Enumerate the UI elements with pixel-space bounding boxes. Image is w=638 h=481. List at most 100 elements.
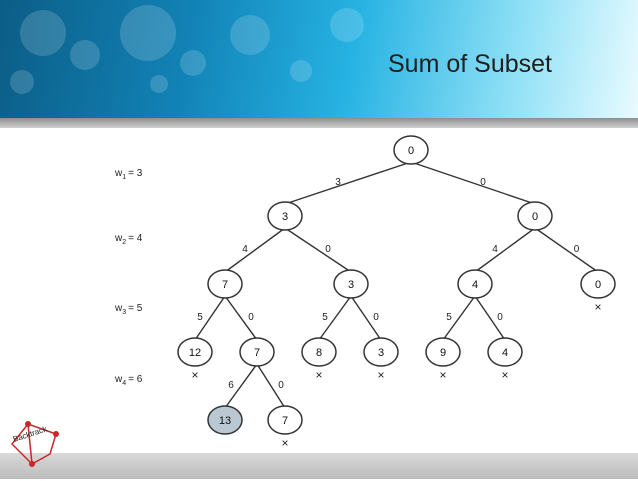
weight-subscript: 2 (122, 239, 126, 246)
node-label: 3 (348, 279, 354, 291)
node-label: 13 (219, 415, 231, 427)
node-circle (580, 269, 616, 299)
tree-edge (224, 227, 286, 273)
node-label: 7 (222, 279, 228, 291)
tree-edge (410, 161, 536, 205)
tree-edge (194, 295, 226, 341)
level-weight-label: w2= 4 (114, 233, 143, 246)
dead-end-mark: × (191, 368, 198, 382)
tree-node: 0 (393, 135, 429, 165)
tree-edge (350, 295, 382, 341)
weight-value: = 4 (128, 233, 143, 244)
footer-band (0, 453, 638, 479)
edge-label: 5 (322, 312, 328, 323)
node-label: 0 (408, 145, 414, 157)
dead-end-mark: × (377, 368, 384, 382)
edge-label: 0 (497, 312, 503, 323)
dead-end-mark: × (439, 368, 446, 382)
edge-label: 3 (335, 177, 341, 188)
tree-edge (284, 161, 412, 205)
edge-label: 5 (446, 312, 452, 323)
node-label: 0 (532, 211, 538, 223)
tree-edge (318, 295, 352, 341)
node-circle (393, 135, 429, 165)
node-circle (207, 269, 243, 299)
weight-var: w (114, 303, 123, 314)
weight-subscript: 1 (122, 174, 126, 181)
tree-node: 12 (177, 337, 213, 367)
solution-node: 13 (207, 405, 243, 435)
tree-edge (534, 227, 599, 273)
node-circle (267, 201, 303, 231)
tree-node: 9 (425, 337, 461, 367)
tree-node: 4 (457, 269, 493, 299)
tree-edge (224, 363, 258, 409)
header-divider (0, 118, 638, 128)
edge-label: 0 (480, 177, 486, 188)
node-label: 12 (189, 347, 201, 359)
edge-label: 5 (197, 312, 203, 323)
weight-var: w (114, 374, 123, 385)
backtrack-logo: Backtrack (4, 404, 70, 476)
node-label: 4 (502, 347, 508, 359)
node-label: 3 (378, 347, 384, 359)
tree-node: 0 (517, 201, 553, 231)
weight-value: = 5 (128, 303, 143, 314)
node-label: 7 (254, 347, 260, 359)
node-circle (267, 405, 303, 435)
dead-end-mark: × (594, 300, 601, 314)
node-circle (425, 337, 461, 367)
node-label: 8 (316, 347, 322, 359)
node-circle (207, 405, 243, 435)
level-weight-label: w4= 6 (114, 374, 143, 387)
tree-edge (284, 227, 352, 273)
edge-label: 0 (248, 312, 254, 323)
header-banner (0, 0, 638, 118)
weight-value: = 3 (128, 168, 143, 179)
dead-end-mark: × (315, 368, 322, 382)
node-circle (487, 337, 523, 367)
edge-label: 0 (325, 244, 331, 255)
node-label: 0 (595, 279, 601, 291)
tree-node: 3 (363, 337, 399, 367)
node-circle (363, 337, 399, 367)
weight-var: w (114, 233, 123, 244)
weight-value: = 6 (128, 374, 143, 385)
edge-label: 4 (242, 244, 248, 255)
tree-edge (256, 363, 286, 409)
node-circle (333, 269, 369, 299)
node-label: 3 (282, 211, 288, 223)
level-weight-label: w1= 3 (114, 168, 143, 181)
tree-node: 4 (487, 337, 523, 367)
tree-edge (442, 295, 476, 341)
level-weight-label: w3= 5 (114, 303, 143, 316)
slide-title: Sum of Subset (388, 50, 552, 78)
tree-node: 7 (239, 337, 275, 367)
tree-node: 3 (333, 269, 369, 299)
edge-label: 6 (228, 380, 234, 391)
dead-end-mark: × (501, 368, 508, 382)
tree-node: 3 (267, 201, 303, 231)
tree-edge (474, 227, 536, 273)
node-circle (177, 337, 213, 367)
node-label: 9 (440, 347, 446, 359)
weight-var: w (114, 168, 123, 179)
edge-label: 0 (373, 312, 379, 323)
weight-subscript: 3 (122, 309, 126, 316)
node-circle (457, 269, 493, 299)
node-circle (301, 337, 337, 367)
weight-subscript: 4 (122, 380, 126, 387)
node-label: 7 (282, 415, 288, 427)
edge-label: 4 (492, 244, 498, 255)
tree-node: 7 (267, 405, 303, 435)
tree-node: 0 (580, 269, 616, 299)
node-circle (517, 201, 553, 231)
node-label: 4 (472, 279, 478, 291)
edge-label: 0 (278, 380, 284, 391)
dead-end-mark: × (281, 436, 288, 450)
node-circle (239, 337, 275, 367)
tree-edge (224, 295, 258, 341)
edge-label: 0 (574, 244, 580, 255)
